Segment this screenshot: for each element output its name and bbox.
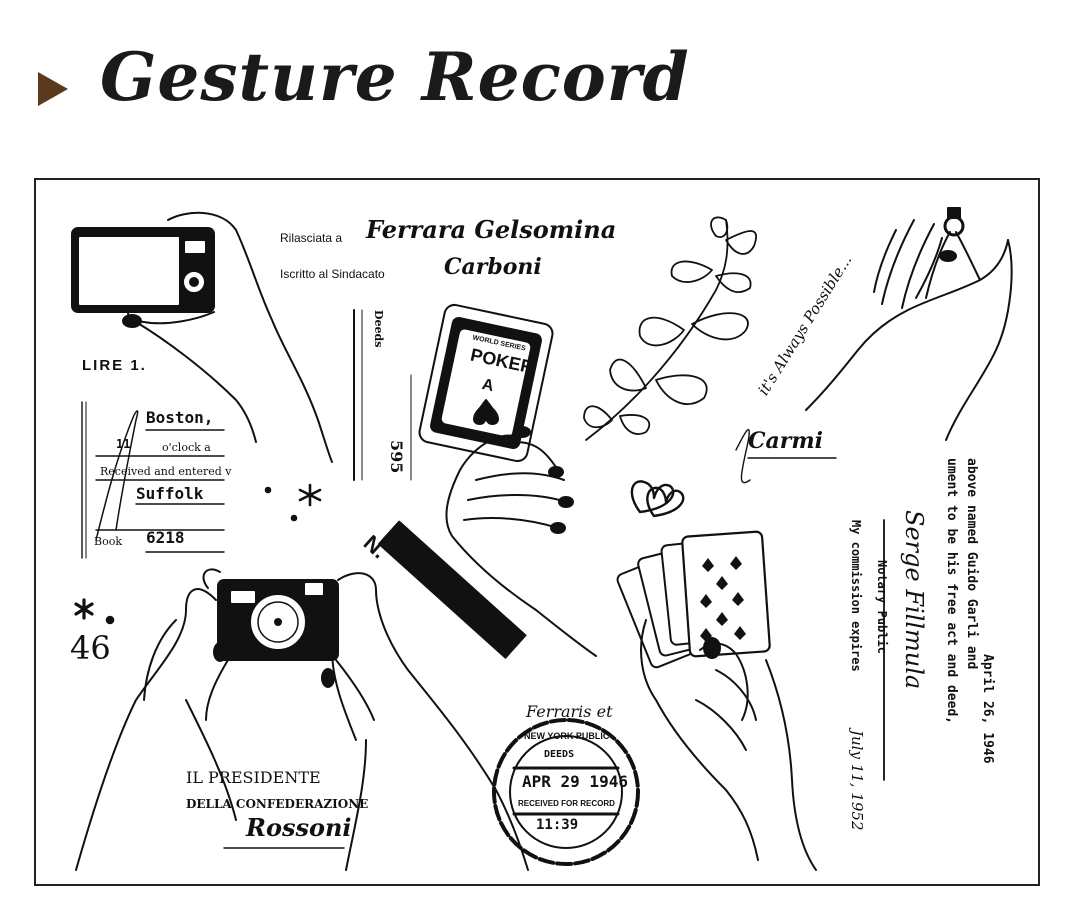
number-46: 46: [70, 629, 111, 667]
asterisk-icon: [74, 483, 322, 625]
postmark-stamp-icon: [492, 718, 640, 866]
notary-signature: Serge Fillmula: [900, 510, 928, 690]
notary-line-1: above named Guido Garli and: [964, 458, 979, 670]
lire-label: LIRE 1.: [82, 357, 147, 374]
deed-strip: [353, 309, 412, 481]
oclock-text: o'clock a: [162, 441, 211, 454]
notary-title: Notary Public: [875, 560, 889, 654]
rossoni-signature: Rossoni: [246, 813, 352, 842]
stamp-received: RECEIVED FOR RECORD: [518, 799, 615, 808]
poker-card-icon: [418, 303, 554, 463]
rilasciata-signature: Ferrara Gelsomina: [366, 215, 617, 244]
page-title: Gesture Record: [100, 38, 690, 116]
stamp-signature: Ferraris et: [526, 702, 613, 721]
stamp-sheet: Rilasciata a Ferrara Gelsomina Iscritto …: [34, 178, 1040, 886]
carmen-signature-text: Carmi: [748, 428, 823, 454]
hands-film-camera: [75, 568, 529, 871]
carmen-signature: [735, 428, 837, 484]
deeds-number: 595: [387, 440, 406, 474]
stamp-date: APR 29 1946: [522, 772, 628, 791]
commission-text: My commission expires: [849, 520, 863, 672]
commission-date: July 11, 1952: [848, 730, 866, 831]
stamp-time: 11:39: [536, 817, 579, 833]
presidente-text: IL PRESIDENTE: [186, 768, 321, 787]
stamp-ring-text: NEW YORK PUBLIC: [524, 731, 610, 741]
boston-document: [81, 401, 225, 559]
ring-icon: [943, 207, 965, 237]
book-number: 6218: [146, 528, 185, 547]
deeds-label: Deeds: [372, 310, 385, 348]
line-art: [71, 207, 1013, 871]
hand-poker: [445, 426, 597, 657]
notary-line-2: ument to be his free act and deed,: [944, 458, 959, 725]
play-arrow-icon: [38, 72, 68, 106]
hand-camera: [122, 211, 333, 463]
hand-ring: [805, 219, 1013, 441]
suffolk-text: Suffolk: [136, 484, 204, 503]
double-heart-icon: [630, 480, 685, 518]
film-camera-icon: [217, 579, 339, 661]
camera-icon: [71, 227, 215, 313]
leaf-branch-icon: [583, 216, 757, 441]
iscritto-label: Iscritto al Sindacato: [280, 267, 385, 281]
playing-cards-icon: [616, 530, 771, 669]
notary-date: April 26, 1946: [980, 654, 995, 764]
received-text: Received and entered v: [100, 465, 232, 478]
rilasciata-label: Rilasciata a: [280, 231, 343, 245]
eleven-text: 11: [116, 437, 131, 451]
boston-text: Boston,: [146, 408, 214, 427]
title-bar: Gesture Record: [0, 0, 1080, 170]
hand-cards: [640, 619, 817, 871]
iscritto-signature: Carboni: [444, 254, 542, 280]
number-strip: [378, 520, 527, 659]
confederazione-text: DELLA CONFEDERAZIONE: [186, 797, 369, 811]
stamp-deeds: DEEDS: [544, 749, 575, 760]
book-label: Book: [94, 535, 122, 548]
